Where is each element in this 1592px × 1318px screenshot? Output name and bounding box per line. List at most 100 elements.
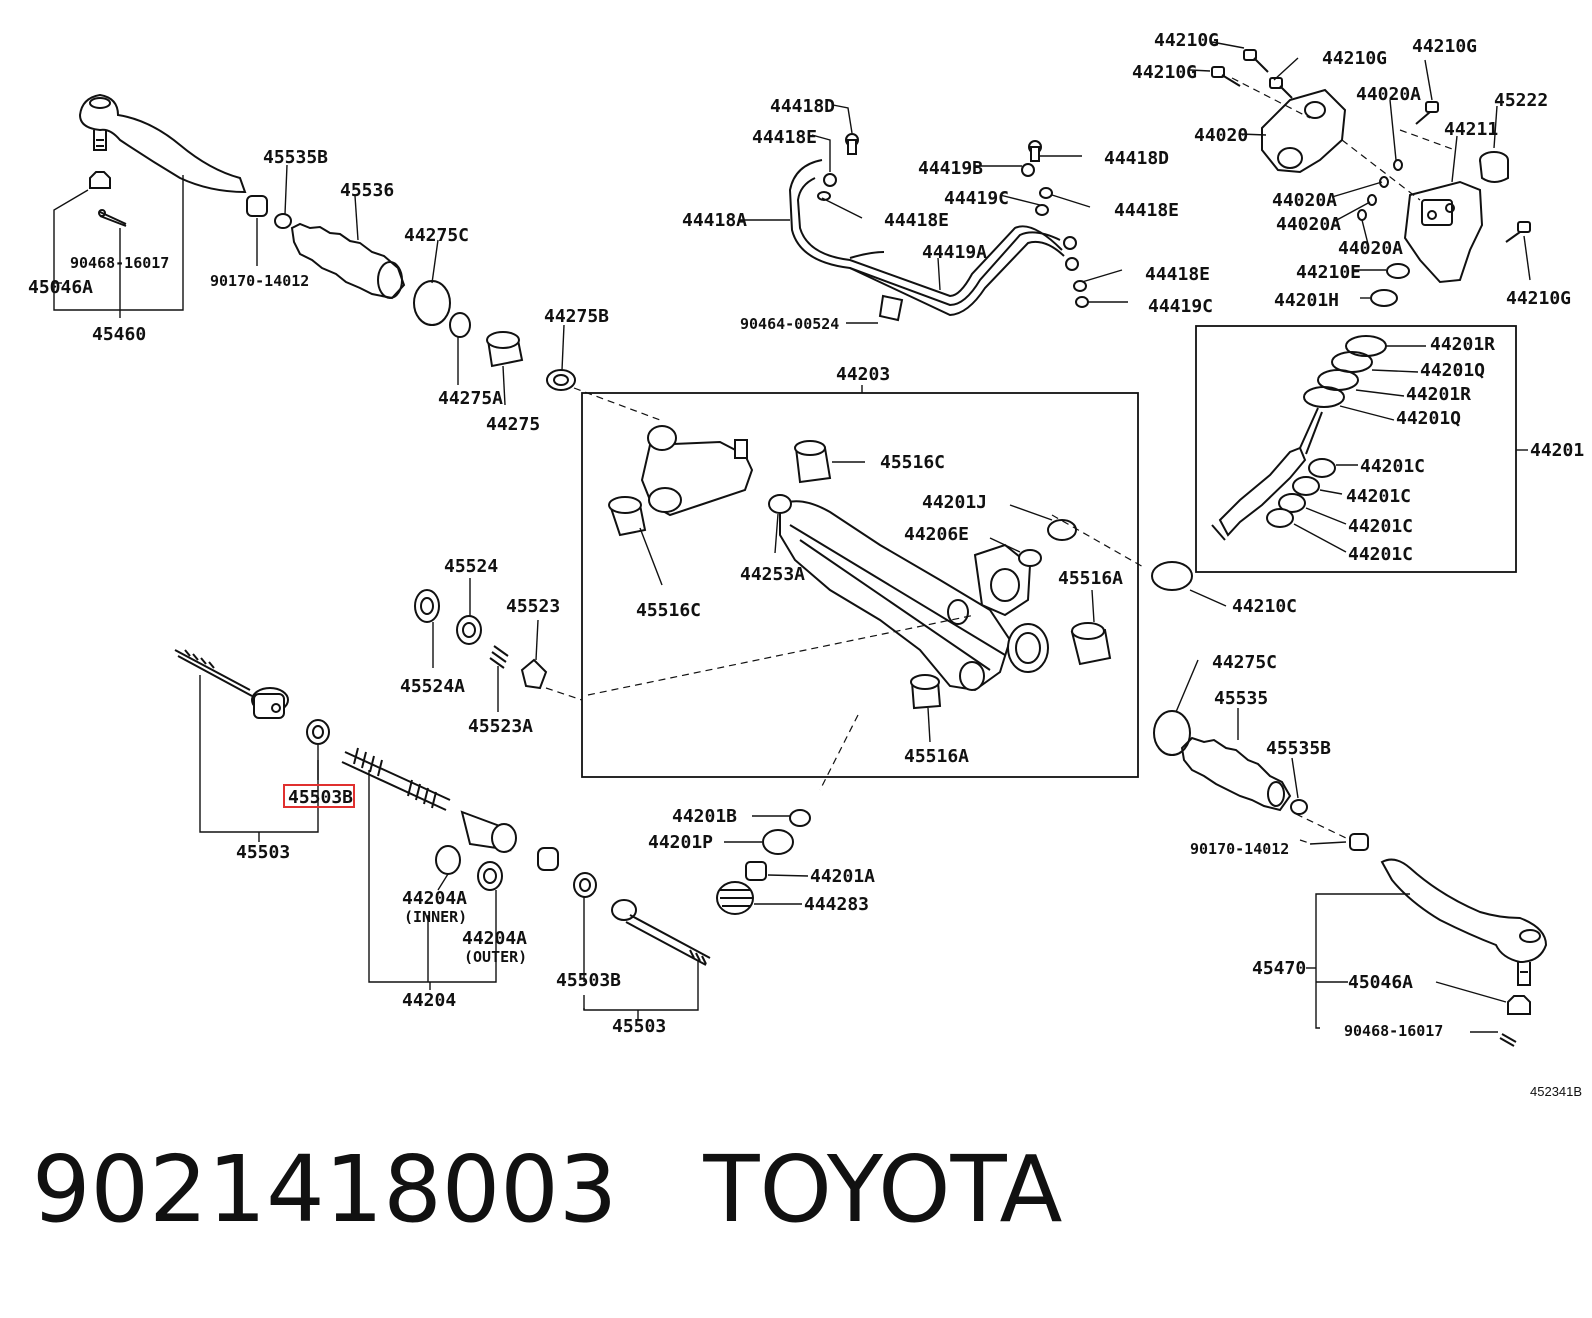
bushings-45516 — [608, 440, 1112, 710]
label-44419a: 44419A — [922, 242, 987, 263]
label-44201a: 44201A — [810, 866, 875, 887]
group-box-44201 — [1195, 325, 1528, 573]
rings-44201r-q — [1303, 335, 1387, 408]
group-box-44203 — [581, 385, 1139, 778]
label-44206e: 44206E — [904, 524, 969, 545]
label-45516c-b: 45516C — [636, 600, 701, 621]
label-45516a-a: 45516A — [1058, 568, 1123, 589]
leaders-valve — [1189, 41, 1531, 299]
boot-45536 — [290, 222, 406, 300]
leaders-mid-left — [432, 578, 583, 712]
leaders-44201 — [1293, 345, 1426, 553]
label-45046a-right: 45046A — [1348, 972, 1413, 993]
label-44418e-d: 44418E — [1145, 264, 1210, 285]
washers-44210e-44201h — [1370, 263, 1410, 307]
pipe-assembly-44418a-44419a — [788, 159, 1065, 322]
steering-gear-exploded-diagram: 45535B 45536 44275C 90468-16017 90170-14… — [28, 30, 1584, 1099]
leaders-lower-right — [1175, 659, 1507, 1033]
label-44020a-b: 44020A — [1272, 190, 1337, 211]
label-45524: 45524 — [444, 556, 498, 577]
label-44418a: 44418A — [682, 210, 747, 231]
rings-44204a — [435, 845, 503, 891]
nut-45046a-left — [89, 171, 111, 189]
label-44201q-a: 44201Q — [1420, 360, 1485, 381]
label-45535b-right: 45535B — [1266, 738, 1331, 759]
leaders-pipes — [740, 104, 1128, 324]
leaders-top-left — [256, 164, 661, 421]
label-45046a-top: 45046A — [28, 277, 93, 298]
label-44020a-c: 44020A — [1276, 214, 1341, 235]
washer-45503b-mid — [573, 872, 597, 898]
plug-45524 — [456, 615, 482, 645]
label-45503b-left: 45503B — [288, 787, 353, 808]
label-44419c-b: 44419C — [1148, 296, 1213, 317]
label-44201: 44201 — [1530, 440, 1584, 461]
label-90170-top: 90170-14012 — [210, 272, 309, 290]
label-45535b-top: 45535B — [263, 147, 328, 168]
label-44201h: 44201H — [1274, 290, 1339, 311]
seal-45222 — [1479, 151, 1509, 183]
label-44201r-b: 44201R — [1406, 384, 1471, 405]
label-45470: 45470 — [1252, 958, 1306, 979]
label-45516c-a: 45516C — [880, 452, 945, 473]
seals-box — [768, 494, 1193, 591]
rack-bar-44204 — [341, 747, 559, 871]
label-44210g-d: 44210G — [1412, 36, 1477, 57]
bushing-44275 — [486, 331, 524, 368]
valve-housing-44211 — [1403, 180, 1484, 284]
label-44201c-d: 44201C — [1348, 544, 1413, 565]
label-44201c-b: 44201C — [1346, 486, 1411, 507]
label-90468-right: 90468-16017 — [1344, 1022, 1443, 1040]
clamp-45535b-right — [1290, 799, 1308, 815]
washer-45503b-left — [306, 719, 330, 745]
label-90170-right: 90170-14012 — [1190, 840, 1289, 858]
label-44210e: 44210E — [1296, 262, 1361, 283]
label-45523a: 45523A — [468, 716, 533, 737]
tie-rod-45503-mid — [611, 899, 711, 966]
label-44418d-b: 44418D — [1104, 148, 1169, 169]
tie-rod-end-right — [1380, 858, 1548, 986]
label-44210g-b: 44210G — [1132, 62, 1197, 83]
control-valve-44020 — [1261, 88, 1347, 174]
label-44201r-a: 44201R — [1430, 334, 1495, 355]
highlight-box — [283, 784, 355, 808]
label-inner: (INNER) — [404, 908, 467, 926]
label-44201j: 44201J — [922, 492, 987, 513]
footer-caption: 9021418003 TOYOTA — [32, 1130, 1063, 1250]
tie-rod-45503-left — [174, 649, 289, 719]
label-45524a: 45524A — [400, 676, 465, 697]
part-number: 9021418003 — [32, 1136, 618, 1243]
washer-90170-left — [246, 195, 268, 217]
label-44275c-right: 44275C — [1212, 652, 1277, 673]
label-45460: 45460 — [92, 324, 146, 345]
tie-rod-end-left — [78, 93, 247, 194]
locknut-45524a — [414, 589, 440, 623]
label-44418d-a: 44418D — [770, 96, 835, 117]
label-45503-left: 45503 — [236, 842, 290, 863]
label-44418e-b: 44418E — [884, 210, 949, 231]
drawing-code: 452341B — [1530, 1084, 1582, 1099]
label-45523: 45523 — [506, 596, 560, 617]
label-44204a-inner: 44204A — [402, 888, 467, 909]
clamp-44275c-left — [413, 280, 451, 326]
leaders-lower-middle — [724, 815, 809, 905]
seal-44275b — [546, 369, 576, 391]
label-44418e-a: 44418E — [752, 127, 817, 148]
label-44275: 44275 — [486, 414, 540, 435]
label-44020a-a: 44020A — [1356, 84, 1421, 105]
label-45503-mid: 45503 — [612, 1016, 666, 1037]
cotter-pin-left — [98, 209, 127, 227]
label-44419c-a: 44419C — [944, 188, 1009, 209]
pinion-shaft — [1211, 407, 1323, 541]
brand-name: TOYOTA — [703, 1136, 1063, 1243]
fittings-pipes — [817, 133, 1089, 308]
spring-45523a — [489, 645, 509, 669]
label-44020a-d: 44020A — [1338, 238, 1403, 259]
label-45516a-b: 45516A — [904, 746, 969, 767]
label-44204: 44204 — [402, 990, 456, 1011]
label-44210g-a: 44210G — [1154, 30, 1219, 51]
nut-90170-right — [1349, 833, 1369, 851]
label-44210c: 44210C — [1232, 596, 1297, 617]
bracket-45460 — [53, 175, 184, 318]
